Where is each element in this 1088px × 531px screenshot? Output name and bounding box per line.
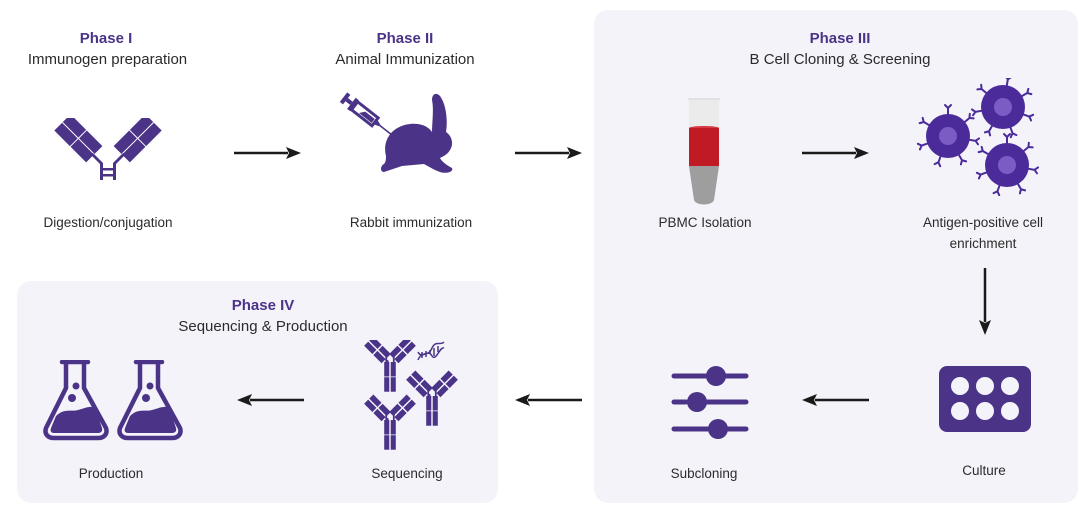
step-label-pbmc: PBMC Isolation <box>658 215 752 230</box>
phase-4-subtitle: Sequencing & Production <box>178 318 348 335</box>
phase-3-subtitle: B Cell Cloning & Screening <box>749 51 931 68</box>
antibodies-dna-icon <box>364 340 458 450</box>
step-label-production: Production <box>78 466 144 481</box>
phase-4-panel <box>17 281 498 503</box>
phase-2-subtitle: Animal Immunization <box>335 51 475 68</box>
step-label-culture: Culture <box>962 463 1006 478</box>
antibody-icon <box>54 118 162 180</box>
phase-1-subtitle: Immunogen preparation <box>27 51 188 68</box>
rabbit-syringe-icon <box>339 92 453 173</box>
phase-4-title: Phase IV <box>231 297 295 314</box>
step-label-antigen-line1: Antigen-positive cell <box>922 215 1044 230</box>
flasks-icon <box>42 360 217 442</box>
sliders-icon <box>671 366 749 439</box>
test-tube-icon <box>688 98 720 205</box>
arrow-phase1-to-phase2 <box>234 147 301 159</box>
step-label-rabbit: Rabbit immunization <box>349 215 473 230</box>
step-label-antigen-line2: enrichment <box>949 236 1017 251</box>
arrow-enrichment-to-culture <box>979 268 991 335</box>
step-label-sequencing: Sequencing <box>371 466 443 481</box>
phase-2-title: Phase II <box>376 30 434 47</box>
step-label-subcloning: Subcloning <box>670 466 738 481</box>
arrow-subcloning-to-sequencing <box>515 394 582 406</box>
b-cells-icon <box>916 78 1040 196</box>
arrow-pbmc-to-enrichment <box>802 147 869 159</box>
arrow-phase2-to-phase3 <box>515 147 582 159</box>
well-plate-icon <box>939 366 1031 432</box>
step-label-digestion: Digestion/conjugation <box>43 215 173 230</box>
arrow-culture-to-subcloning <box>802 394 869 406</box>
arrow-sequencing-to-production <box>237 394 304 406</box>
phase-3-title: Phase III <box>809 30 871 47</box>
phase-1-title: Phase I <box>79 30 133 47</box>
